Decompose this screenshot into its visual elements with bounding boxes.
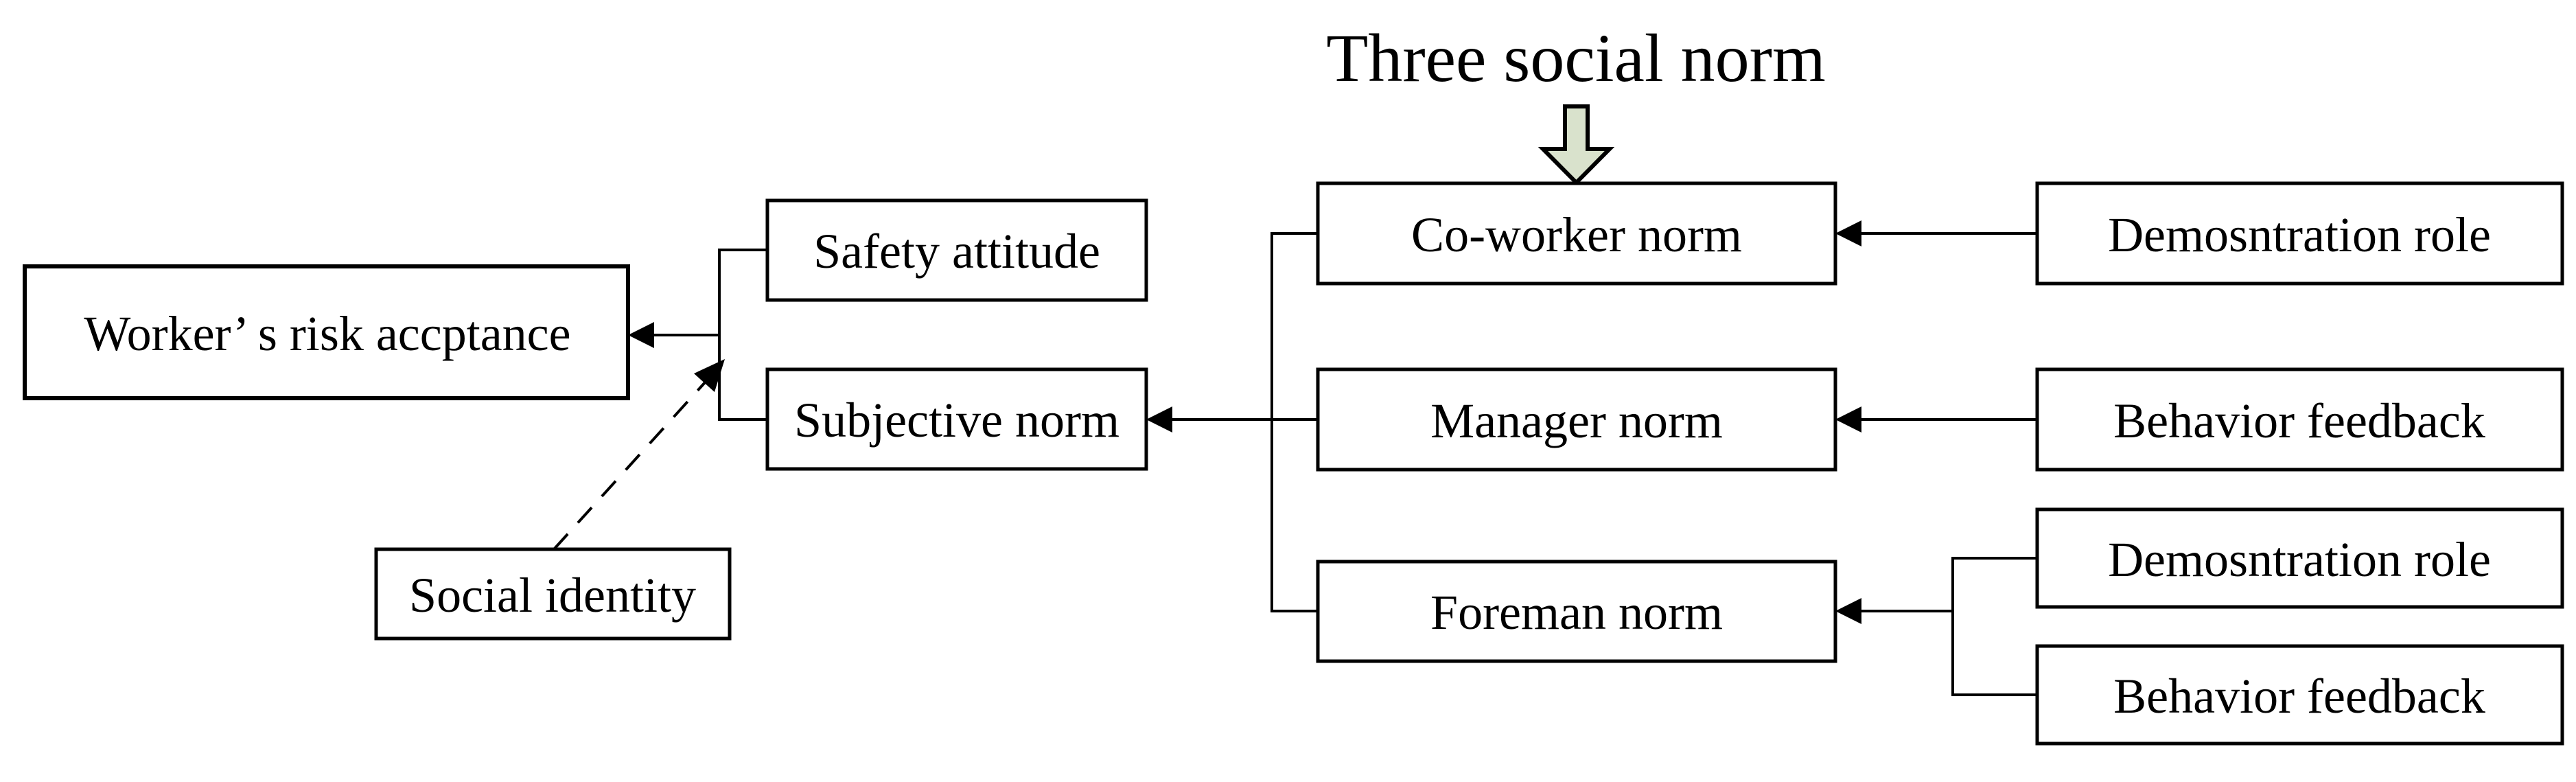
node-demonstration-role-top-box (2035, 181, 2564, 286)
node-safety-attitude: Safety attitude (765, 198, 1148, 302)
node-manager-norm: Manager norm (1316, 367, 1837, 472)
arrowhead-manager-norm (1835, 406, 1861, 433)
node-worker-risk: Worker’ s risk accptance (23, 264, 630, 400)
node-behavior-feedback-bottom-box (2035, 644, 2564, 746)
node-demonstration-role-bottom-box (2035, 507, 2564, 609)
node-foreman-norm-label: Foreman norm (1430, 585, 1723, 640)
node-behavior-feedback-bottom-label: Behavior feedback (2113, 669, 2485, 724)
node-demonstration-role-bottom: Demosntration role (2035, 507, 2564, 609)
connector-dashed-social-identity (553, 380, 707, 551)
arrowhead-foreman-norm (1835, 598, 1861, 624)
connector-bracket-safety-subjective (718, 249, 767, 421)
node-worker-risk-label: Worker’ s risk accptance (84, 306, 570, 361)
node-behavior-feedback-top-box (2035, 367, 2564, 472)
node-behavior-feedback-bottom: Behavior feedback (2035, 644, 2564, 746)
node-co-worker-norm-box (1316, 181, 1837, 286)
diagram-title: Three social norm (1326, 20, 1826, 96)
node-subjective-norm-label: Subjective norm (794, 393, 1119, 448)
connector-bracket-foreman-sources (1951, 557, 2037, 696)
node-worker-risk-box (23, 264, 630, 400)
node-social-identity-box (374, 547, 732, 641)
block-arrow-down-icon (1538, 104, 1615, 186)
node-co-worker-norm-label: Co-worker norm (1411, 207, 1742, 262)
node-behavior-feedback-top-label: Behavior feedback (2113, 393, 2485, 448)
node-safety-attitude-label: Safety attitude (813, 224, 1100, 279)
node-manager-norm-box (1316, 367, 1837, 472)
node-social-identity-label: Social identity (409, 568, 696, 623)
arrowhead-worker-risk (628, 322, 654, 348)
arrowhead-social-identity (694, 359, 725, 392)
node-demonstration-role-top-label: Demosntration role (2108, 207, 2491, 262)
node-safety-attitude-box (765, 198, 1148, 302)
node-demonstration-role-top: Demosntration role (2035, 181, 2564, 286)
node-subjective-norm: Subjective norm (765, 367, 1148, 471)
node-foreman-norm: Foreman norm (1316, 560, 1837, 663)
arrowhead-subjective-norm (1146, 406, 1172, 433)
arrowhead-coworker-norm (1835, 220, 1861, 246)
node-subjective-norm-box (765, 367, 1148, 471)
node-manager-norm-label: Manager norm (1430, 393, 1723, 448)
node-co-worker-norm: Co-worker norm (1316, 181, 1837, 286)
node-demonstration-role-bottom-label: Demosntration role (2108, 532, 2491, 587)
connector-bracket-norms (1270, 232, 1318, 612)
node-foreman-norm-box (1316, 560, 1837, 663)
node-behavior-feedback-top: Behavior feedback (2035, 367, 2564, 472)
node-social-identity: Social identity (374, 547, 732, 641)
